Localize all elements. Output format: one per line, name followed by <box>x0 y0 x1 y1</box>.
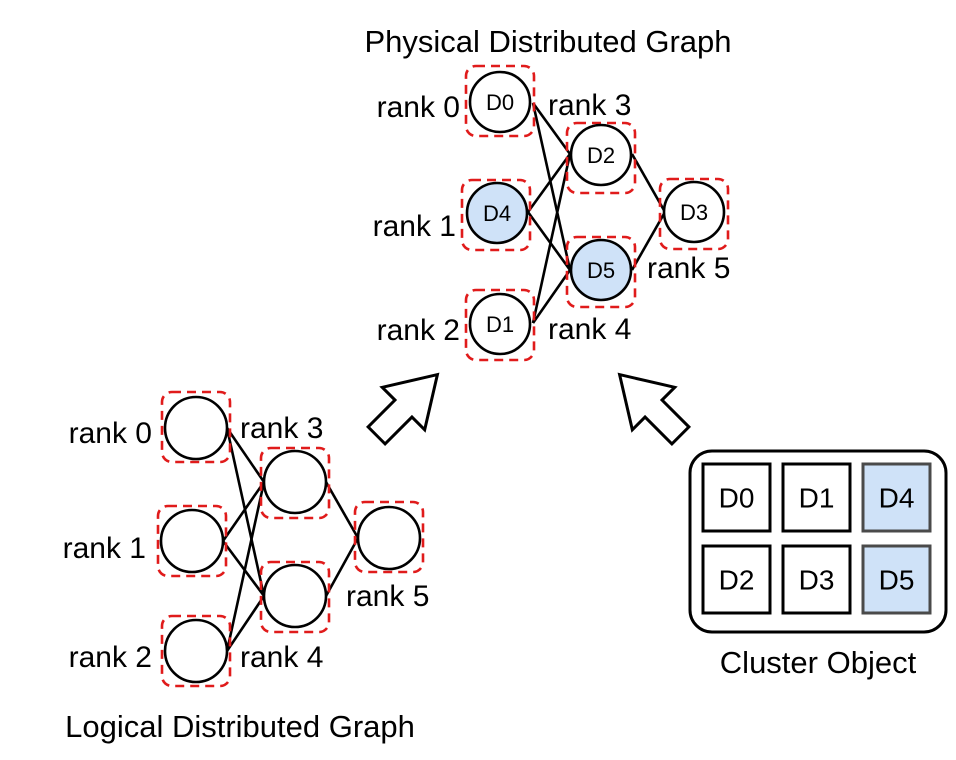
edge-p-2-4 <box>531 269 572 324</box>
node-circle <box>569 123 633 187</box>
cell-label: D2 <box>719 565 755 596</box>
rank-label-1: rank 1 <box>373 210 456 243</box>
cluster-object: D0 D1 D4 D2 D3 D5 Cluster Object <box>688 449 948 680</box>
cluster-object-title: Cluster Object <box>720 645 917 680</box>
dashed-outline <box>259 560 331 634</box>
physical-node-rank4: D5 <box>565 235 637 309</box>
cluster-cell-D3: D3 <box>781 544 852 615</box>
logical-edges <box>221 427 360 652</box>
node-circle <box>468 292 532 356</box>
cell-label: D0 <box>719 483 755 514</box>
rank-label-3: rank 3 <box>240 412 323 445</box>
physical-edges <box>526 102 667 324</box>
edge-l-0-4 <box>225 427 266 597</box>
cluster-cell-D4: D4 <box>861 462 932 533</box>
device-label: D3 <box>680 200 708 225</box>
edge-p-1-3 <box>526 153 572 213</box>
rank-label-4: rank 4 <box>240 641 323 674</box>
cell-label: D4 <box>879 483 915 514</box>
physical-node-rank5: D3 <box>658 177 730 251</box>
dashed-outline <box>658 177 730 251</box>
edge-l-4-5 <box>324 537 360 597</box>
node-circle <box>262 563 328 629</box>
cell-label: D1 <box>799 483 835 514</box>
physical-node-rank2: D1 <box>464 288 536 362</box>
dashed-outline <box>464 288 536 362</box>
rank-label-0: rank 0 <box>377 91 460 124</box>
dashed-outline <box>460 178 532 252</box>
node-circle <box>159 508 225 574</box>
device-label: D4 <box>483 201 511 226</box>
logical-node-rank5 <box>353 500 425 574</box>
edge-p-0-4 <box>531 102 572 271</box>
edge-p-2-3 <box>531 153 572 324</box>
device-label: D0 <box>486 90 514 115</box>
edge-l-1-4 <box>221 540 266 597</box>
node-circle <box>163 395 229 461</box>
edge-l-3-5 <box>324 481 360 539</box>
rank-label-2: rank 2 <box>69 641 152 674</box>
rank-label-3: rank 3 <box>548 89 631 122</box>
rank-label-0: rank 0 <box>69 417 152 450</box>
edge-l-0-3 <box>225 427 266 483</box>
node-circle <box>163 618 229 684</box>
dashed-outline <box>156 504 228 578</box>
logical-node-rank2 <box>160 614 232 688</box>
rank-label-1: rank 1 <box>63 532 146 565</box>
cell-label: D5 <box>879 565 915 596</box>
cell-box-highlighted <box>861 544 932 615</box>
edge-p-0-3 <box>531 102 572 155</box>
cluster-cell-D0: D0 <box>701 462 772 533</box>
dashed-outline <box>565 121 637 195</box>
rank-label-2: rank 2 <box>377 314 460 347</box>
node-circle-highlighted <box>465 181 529 245</box>
cell-label: D3 <box>799 565 835 596</box>
node-circle <box>356 505 422 571</box>
logical-node-rank1 <box>156 504 228 578</box>
cell-box <box>701 462 772 533</box>
cell-box <box>701 544 772 615</box>
logical-graph: rank 0 rank 1 rank 2 rank 3 rank 4 rank … <box>63 390 429 744</box>
edge-l-2-4 <box>225 595 266 652</box>
physical-node-rank1: D4 <box>460 178 532 252</box>
device-label: D2 <box>587 143 615 168</box>
physical-node-rank3: D2 <box>565 121 637 195</box>
cluster-cell-D5: D5 <box>861 544 932 615</box>
edge-l-2-3 <box>225 481 266 652</box>
node-circle <box>662 180 726 244</box>
cell-box <box>781 544 852 615</box>
cluster-cell-D2: D2 <box>701 544 772 615</box>
dashed-outline <box>160 614 232 688</box>
dashed-outline <box>259 446 331 520</box>
node-circle <box>262 449 328 515</box>
node-circle <box>468 70 532 134</box>
rank-label-5: rank 5 <box>346 580 429 613</box>
rank-label-4: rank 4 <box>548 313 631 346</box>
edge-l-1-3 <box>221 481 266 542</box>
logical-node-rank0 <box>160 390 232 464</box>
physical-node-rank0: D0 <box>464 64 536 138</box>
device-label: D5 <box>587 258 615 283</box>
dashed-outline <box>160 390 232 464</box>
up-right-arrow-icon <box>365 372 440 447</box>
dashed-outline <box>464 64 536 138</box>
logical-graph-title: Logical Distributed Graph <box>65 709 415 744</box>
rank-label-5: rank 5 <box>647 252 730 285</box>
dashed-outline <box>565 235 637 309</box>
logical-node-rank3 <box>259 446 331 520</box>
dashed-outline <box>353 500 425 574</box>
edge-p-1-4 <box>526 211 572 271</box>
up-left-arrow-icon <box>617 372 692 447</box>
cell-box <box>781 462 852 533</box>
device-label: D1 <box>486 312 514 337</box>
physical-graph-title: Physical Distributed Graph <box>365 24 732 59</box>
physical-graph: Physical Distributed Graph D0 D4 D1 <box>365 24 732 362</box>
cell-box-highlighted <box>861 462 932 533</box>
node-circle-highlighted <box>569 238 633 302</box>
cluster-cell-D1: D1 <box>781 462 852 533</box>
logical-node-rank4 <box>259 560 331 634</box>
